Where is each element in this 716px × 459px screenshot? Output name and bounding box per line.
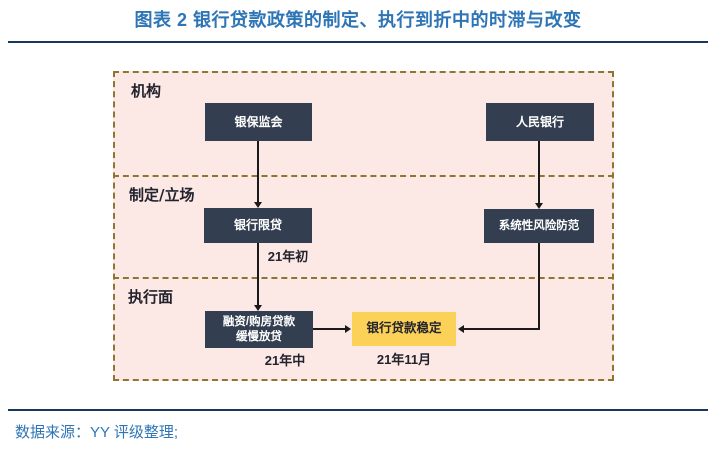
- node-pboc: 人民银行: [486, 103, 594, 141]
- timestamp-mid-21: 21年中: [264, 353, 306, 368]
- arrowhead-down-slow-lending: [254, 305, 262, 311]
- node-cbirc: 银保监会: [205, 103, 312, 141]
- arrowhead-down-risk: [535, 203, 543, 209]
- connector-cbirc-to-bank-limit: [257, 141, 259, 203]
- node-risk-prevention: 系统性风险防范: [484, 209, 594, 243]
- node-pboc-label: 人民银行: [515, 114, 564, 129]
- node-slow-lending-line2: 缓慢放贷: [236, 330, 282, 343]
- node-risk-prevention-label: 系统性风险防范: [498, 219, 580, 232]
- connector-risk-elbow-vertical: [538, 243, 540, 330]
- source-note: 数据来源：YY 评级整理;: [15, 424, 179, 441]
- timestamp-early-21: 21年初: [267, 249, 309, 264]
- connector-risk-elbow-horizontal: [464, 328, 540, 330]
- arrowhead-right-loan-stable: [345, 325, 351, 333]
- arrowhead-left-loan-stable: [458, 325, 464, 333]
- node-bank-limit-label: 银行限贷: [233, 218, 282, 232]
- timestamp-nov-21: 21年11月: [376, 352, 432, 367]
- arrowhead-down-bank-limit: [254, 202, 262, 208]
- section-label-institution: 机构: [131, 82, 162, 100]
- node-slow-lending: 融资/购房贷款 缓慢放贷: [205, 311, 313, 348]
- section-divider-1: [113, 175, 614, 177]
- connector-bank-limit-to-slow-lending: [257, 243, 259, 305]
- bottom-rule: [8, 409, 708, 411]
- figure-title: 图表 2 银行贷款政策的制定、执行到折中的时滞与改变: [134, 10, 582, 30]
- node-loan-stable-label: 银行贷款稳定: [366, 321, 442, 336]
- node-loan-stable: 银行贷款稳定: [352, 312, 456, 346]
- node-cbirc-label: 银保监会: [234, 114, 283, 129]
- connector-slow-lending-to-loan-stable: [313, 328, 345, 330]
- connector-pboc-to-risk: [538, 141, 540, 204]
- node-bank-limit: 银行限贷: [204, 208, 312, 243]
- node-slow-lending-line1: 融资/购房贷款: [222, 316, 296, 329]
- section-label-formulation: 制定/立场: [129, 186, 195, 204]
- top-rule: [8, 41, 708, 43]
- section-divider-2: [113, 277, 614, 279]
- section-label-execution: 执行面: [128, 288, 174, 306]
